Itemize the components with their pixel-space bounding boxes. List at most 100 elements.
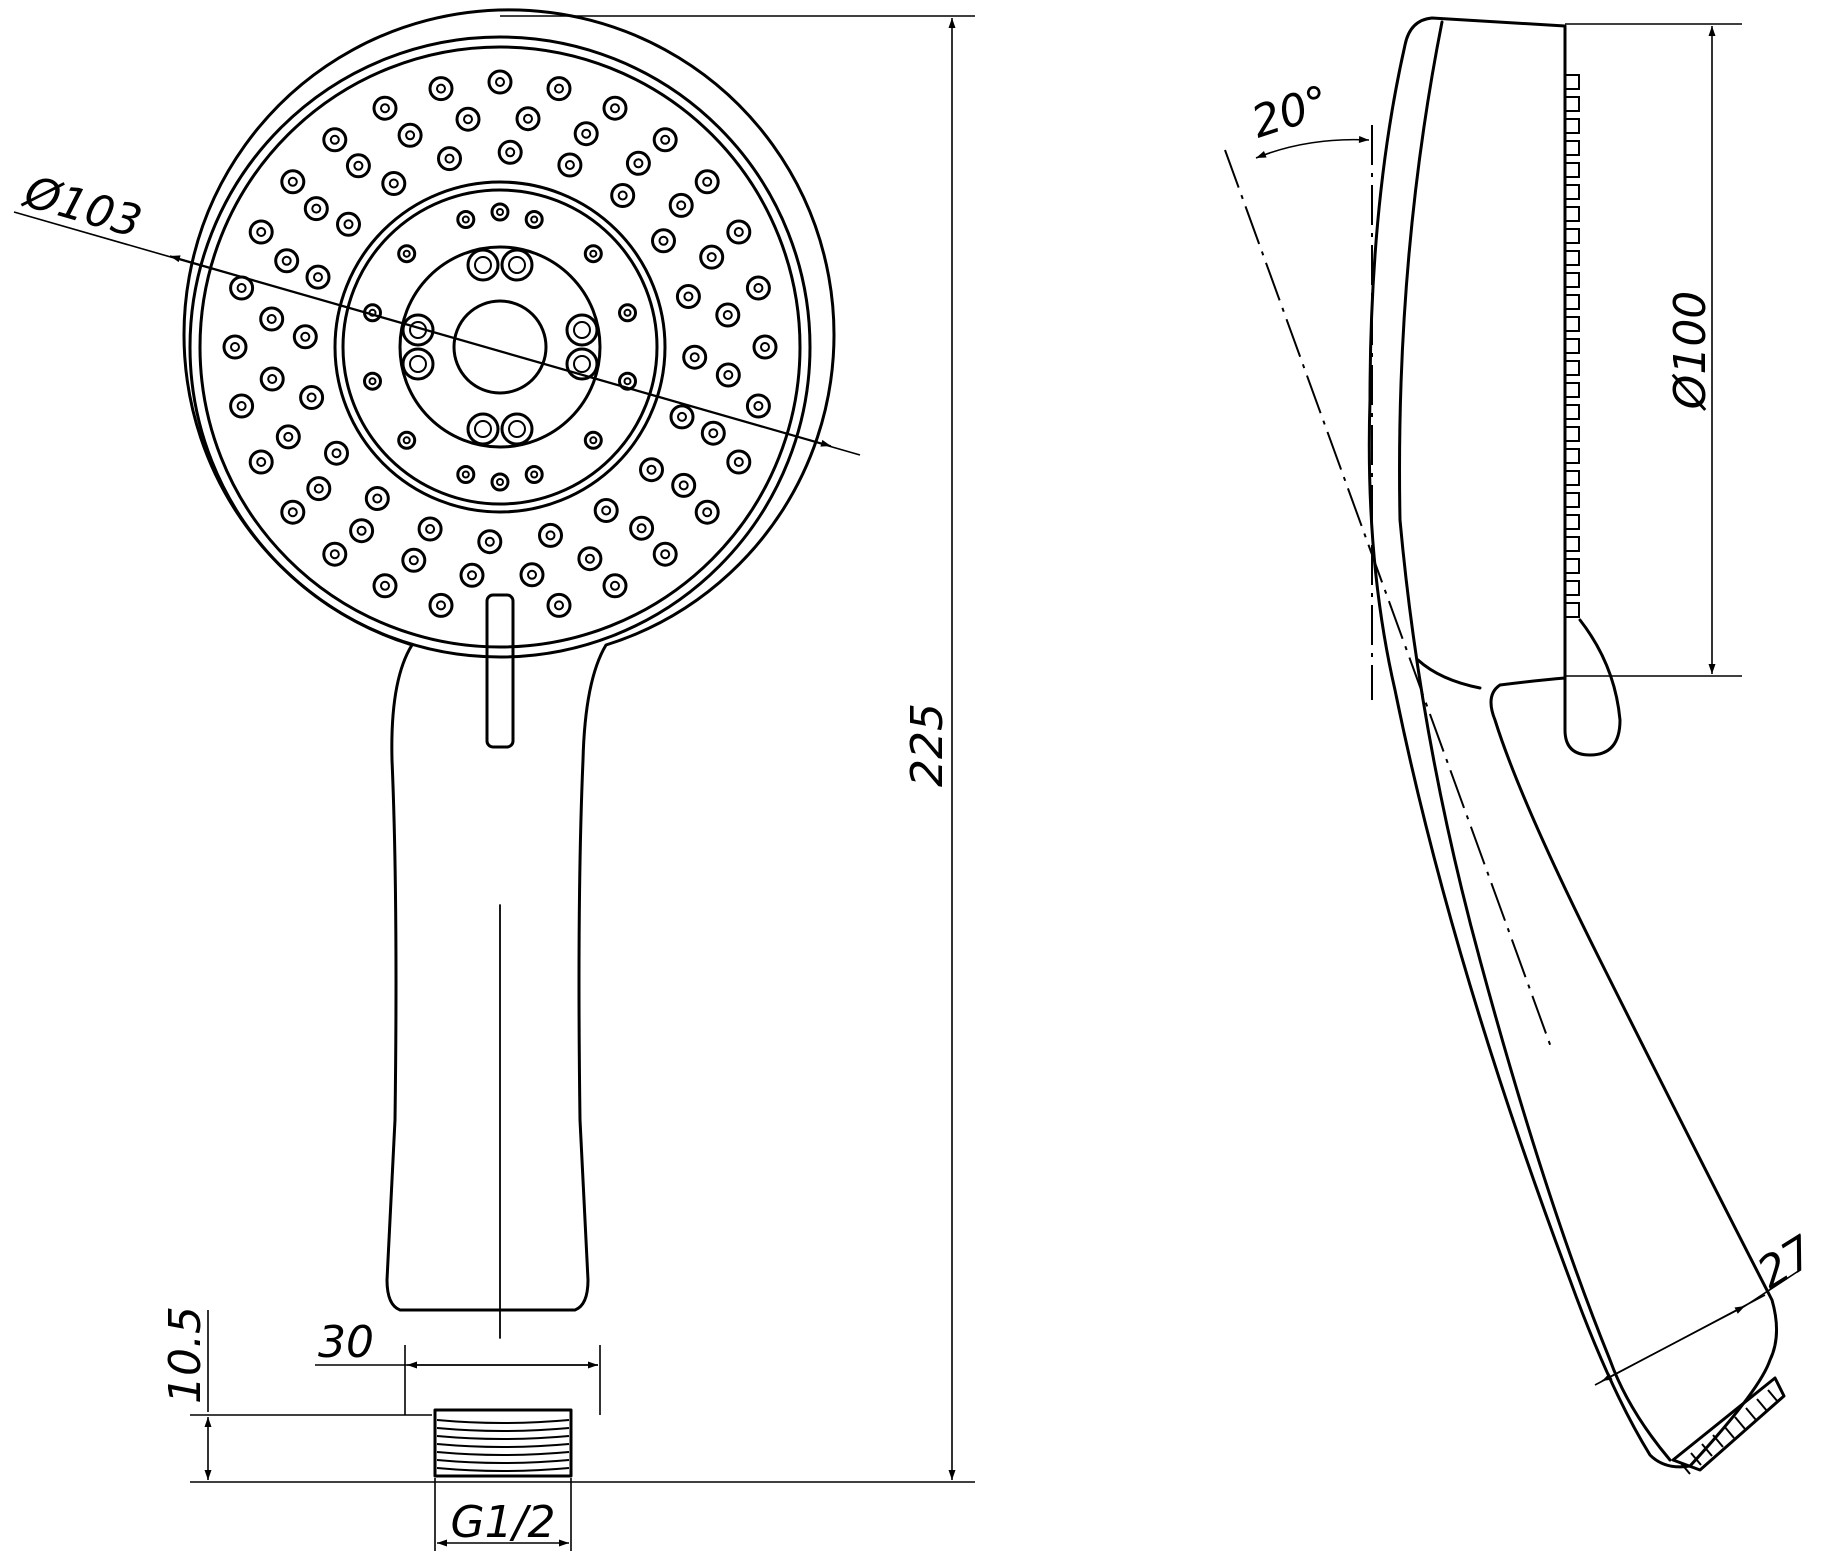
nozzle: [306, 476, 332, 502]
nozzle: [372, 95, 398, 121]
nozzle: [229, 393, 255, 419]
inner-nozzle: [401, 347, 435, 381]
inner-nozzle: [466, 412, 500, 446]
nozzle: [248, 219, 274, 245]
nozzle: [490, 472, 510, 492]
nozzle: [259, 306, 285, 332]
inner-nozzle: [565, 313, 599, 347]
nozzle: [372, 573, 398, 599]
nozzle: [364, 486, 390, 511]
nozzle: [345, 153, 371, 179]
front-thread-connector: [433, 1408, 573, 1478]
nozzle: [456, 210, 476, 229]
front-view: [182, 8, 836, 1478]
nozzle: [618, 303, 637, 323]
spray-ring-middle: [333, 180, 667, 514]
side-holder-loop: [1563, 618, 1622, 757]
nozzle: [381, 171, 407, 196]
nozzle: [546, 76, 572, 102]
nozzle: [437, 146, 462, 172]
inner-nozzle: [500, 248, 534, 282]
nozzle: [573, 121, 599, 147]
nozzle: [459, 562, 485, 588]
nozzle: [682, 344, 708, 370]
dim-total-length: 225: [902, 703, 953, 787]
nozzle: [583, 430, 603, 450]
nozzle: [524, 210, 544, 229]
nozzle: [668, 192, 694, 218]
nozzle: [700, 420, 726, 446]
nozzle: [669, 404, 695, 430]
spray-ring-center: [398, 245, 602, 449]
inner-nozzle: [466, 248, 500, 282]
nozzle: [577, 546, 603, 572]
center-hub: [452, 299, 548, 395]
face-ring-outer: [188, 35, 812, 659]
nozzle: [280, 499, 306, 525]
nozzle: [745, 393, 771, 419]
inner-nozzle: [500, 412, 534, 446]
nozzle: [752, 334, 778, 360]
nozzle: [275, 424, 301, 450]
nozzle: [274, 248, 300, 274]
face-ring-inner: [198, 45, 802, 649]
nozzle: [428, 592, 454, 618]
nozzle: [610, 183, 636, 208]
side-body-outline: [1367, 16, 1778, 1469]
side-spray-teeth: [1563, 26, 1580, 676]
dim-spray-diameter: Ø100: [1665, 291, 1716, 412]
nozzle: [519, 562, 545, 588]
side-axis-center-line: [1224, 149, 1553, 1051]
nozzle: [248, 449, 274, 475]
nozzle: [305, 264, 331, 290]
nozzle: [401, 547, 427, 573]
nozzle: [455, 106, 481, 132]
nozzle: [417, 516, 443, 542]
side-thread-connector: [1671, 1376, 1786, 1475]
nozzle: [292, 324, 318, 350]
nozzle: [715, 302, 741, 328]
nozzle: [487, 69, 513, 95]
spray-ring-middle-inner: [341, 188, 659, 506]
nozzle: [324, 440, 349, 466]
nozzle: [694, 499, 720, 525]
side-view: [1224, 16, 1786, 1475]
nozzle: [428, 76, 454, 102]
nozzle: [593, 498, 619, 523]
nozzle: [397, 244, 417, 264]
dim-handle-width: 30: [318, 1317, 374, 1368]
nozzle: [745, 275, 771, 301]
nozzle: [726, 219, 752, 245]
nozzle: [546, 592, 572, 618]
nozzle: [497, 139, 523, 165]
nozzle: [259, 366, 285, 392]
outer-nozzles: [222, 69, 778, 618]
nozzle: [456, 465, 476, 484]
side-transition-arc: [1416, 658, 1482, 690]
nozzle: [397, 122, 423, 148]
nozzle: [363, 371, 382, 391]
nozzle: [477, 529, 503, 555]
nozzle: [299, 385, 325, 410]
nozzle: [651, 228, 676, 254]
nozzle: [583, 244, 603, 264]
nozzle: [699, 244, 725, 270]
nozzle: [397, 430, 417, 450]
nozzle: [349, 518, 375, 544]
dim-handle-thickness: 27: [1749, 1226, 1824, 1299]
nozzle: [625, 150, 651, 176]
nozzle: [652, 541, 678, 567]
nozzle: [694, 169, 720, 195]
nozzle: [652, 127, 678, 153]
inner-nozzles: [401, 248, 599, 446]
dim-thread-length: 10.5: [160, 1306, 211, 1404]
nozzle: [490, 202, 510, 222]
nozzle: [629, 515, 655, 541]
mode-selector-slot: [485, 593, 515, 749]
dim-thread-size: G1/2: [451, 1497, 556, 1548]
nozzle: [303, 196, 329, 222]
nozzle: [336, 211, 361, 237]
front-body-outline: [182, 8, 836, 1312]
nozzle: [515, 106, 541, 132]
